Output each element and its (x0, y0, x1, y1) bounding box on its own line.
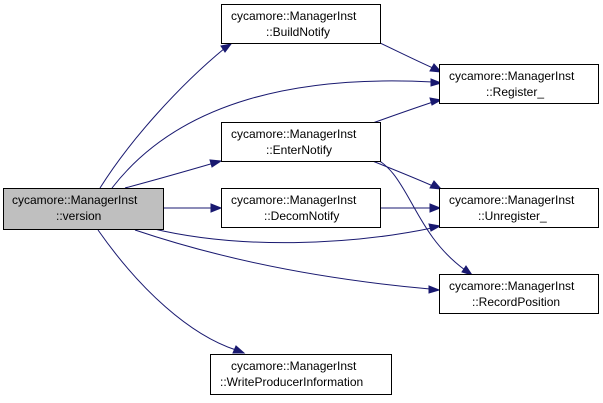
edge-version-to-writeproducer (97, 229, 237, 351)
edge-version-to-unregister-arrowhead (428, 223, 442, 232)
node-decomnotify[interactable]: cycamore::ManagerInst ::DecomNotify (221, 188, 381, 228)
node-unregister-line1: cycamore::ManagerInst (449, 193, 575, 207)
node-unregister-box (439, 188, 599, 228)
node-register-line1: cycamore::ManagerInst (449, 69, 575, 83)
edge-version-to-unregister (149, 227, 433, 244)
edges (97, 41, 474, 354)
edge-version-to-decomnotify-arrowhead (210, 203, 223, 213)
node-buildnotify-line1: cycamore::ManagerInst (231, 9, 357, 23)
edge-buildnotify-to-register (377, 41, 434, 69)
node-version-line1: cycamore::ManagerInst (12, 193, 138, 207)
node-enternotify-line1: cycamore::ManagerInst (231, 127, 357, 141)
node-enternotify-box (221, 122, 381, 162)
edge-enternotify-to-unregister (369, 159, 434, 187)
edge-enternotify-to-recordposition (367, 154, 466, 271)
node-recordposition[interactable]: cycamore::ManagerInst ::RecordPosition (439, 274, 599, 314)
node-recordposition-line2: ::RecordPosition (472, 295, 560, 309)
node-recordposition-line1: cycamore::ManagerInst (449, 279, 575, 293)
edge-version-to-buildnotify-arrowhead (220, 43, 233, 53)
edge-version-to-enternotify-arrowhead (209, 159, 223, 168)
edge-enternotify-to-recordposition-arrowhead (461, 265, 474, 276)
node-unregister-line2: ::Unregister_ (478, 209, 547, 223)
edge-decomnotify-to-unregister-arrowhead (429, 203, 442, 213)
edge-version-to-enternotify (124, 162, 215, 189)
edge-version-to-writeproducer-arrowhead (232, 345, 246, 354)
node-enternotify-line2: ::EnterNotify (266, 143, 332, 157)
edge-version-to-register-arrowhead (430, 78, 443, 87)
node-buildnotify-box (221, 4, 381, 44)
edge-buildnotify-to-register-arrowhead (429, 63, 443, 73)
node-register-line2: ::Register_ (486, 85, 544, 99)
node-writeproducerinformation-line1: cycamore::ManagerInst (231, 359, 357, 373)
node-decomnotify-line1: cycamore::ManagerInst (231, 193, 357, 207)
edge-version-to-register (111, 80, 434, 189)
edge-version-to-recordposition (134, 229, 431, 290)
edge-enternotify-to-register-arrowhead (429, 97, 443, 106)
edge-version-to-buildnotify (99, 47, 226, 189)
node-decomnotify-line2: ::DecomNotify (264, 209, 339, 223)
node-version-line2: ::version (56, 209, 101, 223)
edge-enternotify-to-register (369, 101, 434, 125)
node-version[interactable]: cycamore::ManagerInst ::version (3, 188, 164, 230)
node-buildnotify-line2: ::BuildNotify (266, 25, 330, 39)
node-unregister[interactable]: cycamore::ManagerInst ::Unregister_ (439, 188, 599, 228)
node-buildnotify[interactable]: cycamore::ManagerInst ::BuildNotify (221, 4, 381, 44)
node-writeproducerinformation[interactable]: cycamore::ManagerInst ::WriteProducerInf… (210, 354, 392, 395)
node-register-box (439, 64, 599, 104)
node-version-box (3, 188, 164, 230)
node-enternotify[interactable]: cycamore::ManagerInst ::EnterNotify (221, 122, 381, 162)
node-recordposition-box (439, 274, 599, 314)
node-writeproducerinformation-box (210, 354, 392, 395)
node-register[interactable]: cycamore::ManagerInst ::Register_ (439, 64, 599, 104)
edge-enternotify-to-unregister-arrowhead (429, 180, 443, 190)
edge-version-to-recordposition-arrowhead (428, 285, 441, 294)
node-writeproducerinformation-line2: ::WriteProducerInformation (220, 375, 363, 389)
node-decomnotify-box (221, 188, 381, 228)
